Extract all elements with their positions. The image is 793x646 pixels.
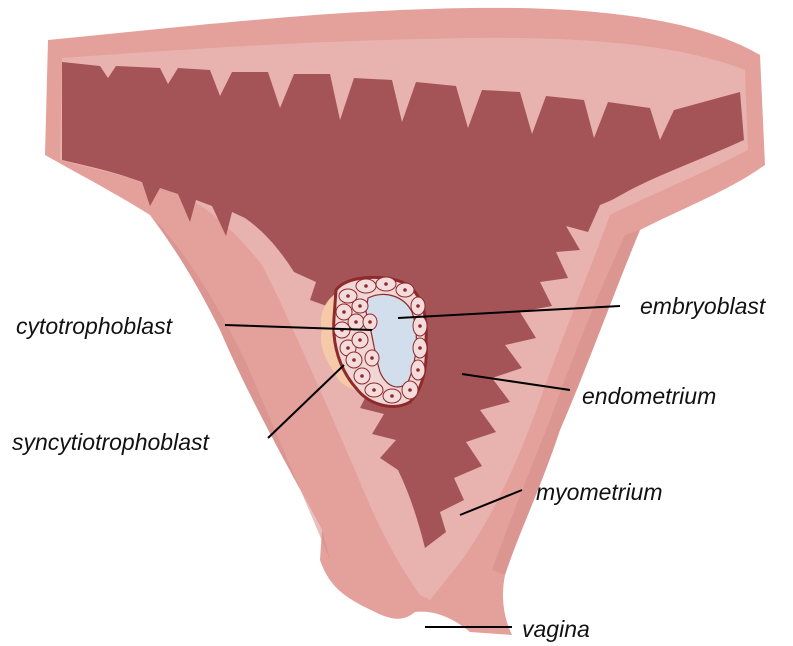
nucleus bbox=[364, 284, 368, 288]
label-vagina: vagina bbox=[522, 616, 590, 642]
nucleus bbox=[416, 368, 420, 372]
nucleus bbox=[358, 304, 362, 308]
nucleus bbox=[346, 294, 350, 298]
nucleus bbox=[346, 346, 350, 350]
label-syncytiotrophoblast: syncytiotrophoblast bbox=[12, 429, 210, 455]
nucleus bbox=[352, 358, 356, 362]
nucleus bbox=[360, 374, 364, 378]
nucleus bbox=[418, 324, 422, 328]
nucleus bbox=[342, 310, 346, 314]
label-myometrium: myometrium bbox=[536, 479, 663, 505]
nucleus bbox=[384, 282, 388, 286]
nucleus bbox=[408, 388, 412, 392]
nucleus bbox=[390, 394, 394, 398]
nucleus bbox=[403, 288, 407, 292]
nucleus bbox=[372, 388, 376, 392]
label-embryoblast: embryoblast bbox=[640, 293, 767, 319]
label-endometrium: endometrium bbox=[582, 383, 716, 409]
nucleus bbox=[418, 346, 422, 350]
nucleus bbox=[368, 320, 372, 324]
nucleus bbox=[416, 304, 420, 308]
nucleus bbox=[370, 356, 374, 360]
nucleus bbox=[358, 338, 362, 342]
nucleus bbox=[354, 320, 358, 324]
label-cytotrophoblast: cytotrophoblast bbox=[16, 313, 174, 339]
